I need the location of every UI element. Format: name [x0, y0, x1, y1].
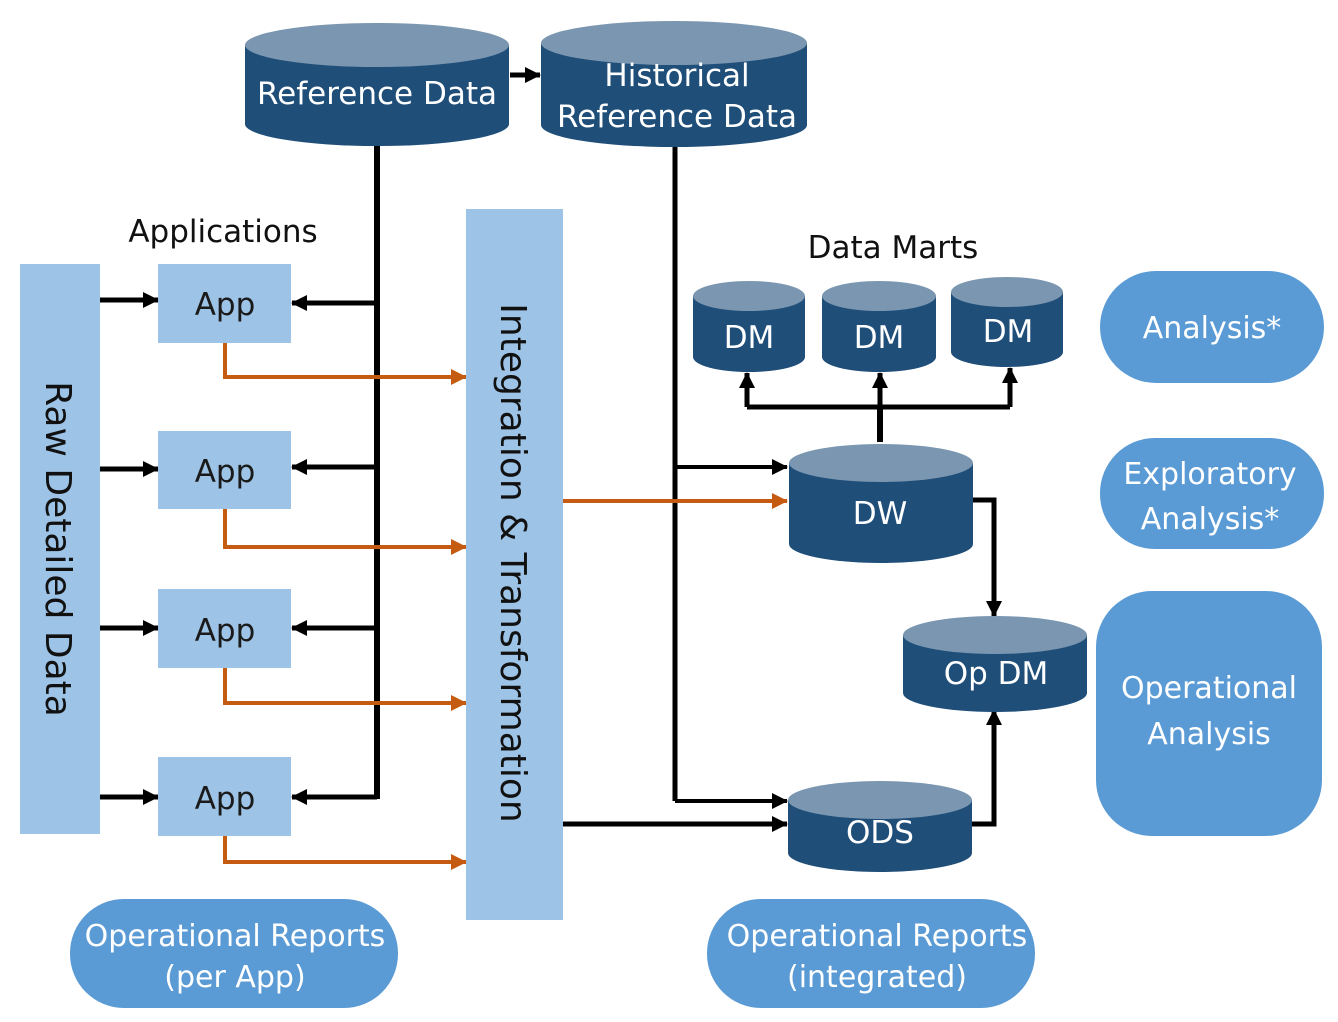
ods-cylinder: ODS [788, 781, 972, 872]
app-box-4: App [158, 757, 291, 836]
reference-data-cylinder: Reference Data [245, 23, 509, 146]
operational-analysis-line1: Operational [1121, 671, 1297, 706]
app-box-2: App [158, 431, 291, 509]
arrow-ods-to-opdm [972, 709, 1002, 827]
reference-data-label: Reference Data [257, 76, 497, 112]
operational-reports-integrated-pill: Operational Reports (integrated) [707, 899, 1035, 1008]
operational-reports-per-app-pill: Operational Reports (per App) [70, 899, 398, 1008]
app-2-label: App [195, 454, 256, 490]
ods-label: ODS [846, 815, 914, 851]
operational-data-mart-cylinder: Op DM [903, 616, 1087, 712]
exploratory-label-line1: Exploratory [1123, 457, 1296, 492]
arrow-app-4-to-integration [223, 836, 467, 870]
analysis-pill: Analysis* [1100, 271, 1324, 383]
data-mart-cylinder-1: DM [693, 281, 805, 372]
data-marts-heading: Data Marts [808, 230, 979, 266]
historical-label-line2: Reference Data [557, 99, 797, 135]
analysis-label: Analysis* [1143, 311, 1282, 346]
exploratory-analysis-pill: Exploratory Analysis* [1100, 438, 1324, 549]
reports-int-line1: Operational Reports [727, 919, 1028, 954]
exploratory-label-line2: Analysis* [1141, 502, 1280, 537]
app-box-3: App [158, 589, 291, 668]
data-mart-cylinder-3: DM [951, 277, 1063, 367]
operational-analysis-line2: Analysis [1147, 717, 1271, 752]
data-mart-cylinder-2: DM [822, 281, 936, 372]
dm-3-label: DM [983, 314, 1034, 350]
integration-transformation-bar: Integration & Transformation [466, 209, 563, 920]
historical-label-line1: Historical [604, 58, 749, 94]
historical-reference-data-cylinder: Historical Reference Data [541, 21, 807, 147]
app-1-label: App [195, 287, 256, 323]
reports-int-line2: (integrated) [787, 960, 967, 995]
dm-1-label: DM [724, 320, 775, 356]
op-dm-label: Op DM [944, 656, 1049, 692]
arrow-dw-to-opdm [972, 497, 1002, 617]
app-4-label: App [195, 781, 256, 817]
integration-transformation-label: Integration & Transformation [492, 303, 533, 822]
arrow-app-3-to-integration [223, 668, 467, 711]
reports-app-line2: (per App) [164, 960, 305, 995]
dw-label: DW [853, 496, 908, 532]
app-3-label: App [195, 613, 256, 649]
operational-analysis-pill: Operational Analysis [1096, 591, 1322, 836]
connectors [100, 67, 1018, 870]
arrow-app-1-to-integration [223, 343, 467, 385]
applications-heading: Applications [128, 214, 317, 250]
raw-detailed-data-bar: Raw Detailed Data [20, 264, 100, 834]
reports-app-line1: Operational Reports [85, 919, 386, 954]
arrow-app-2-to-integration [223, 509, 467, 555]
data-warehouse-cylinder: DW [789, 444, 973, 563]
raw-detailed-data-label: Raw Detailed Data [37, 381, 78, 717]
app-box-1: App [158, 264, 291, 343]
dm-2-label: DM [854, 320, 905, 356]
